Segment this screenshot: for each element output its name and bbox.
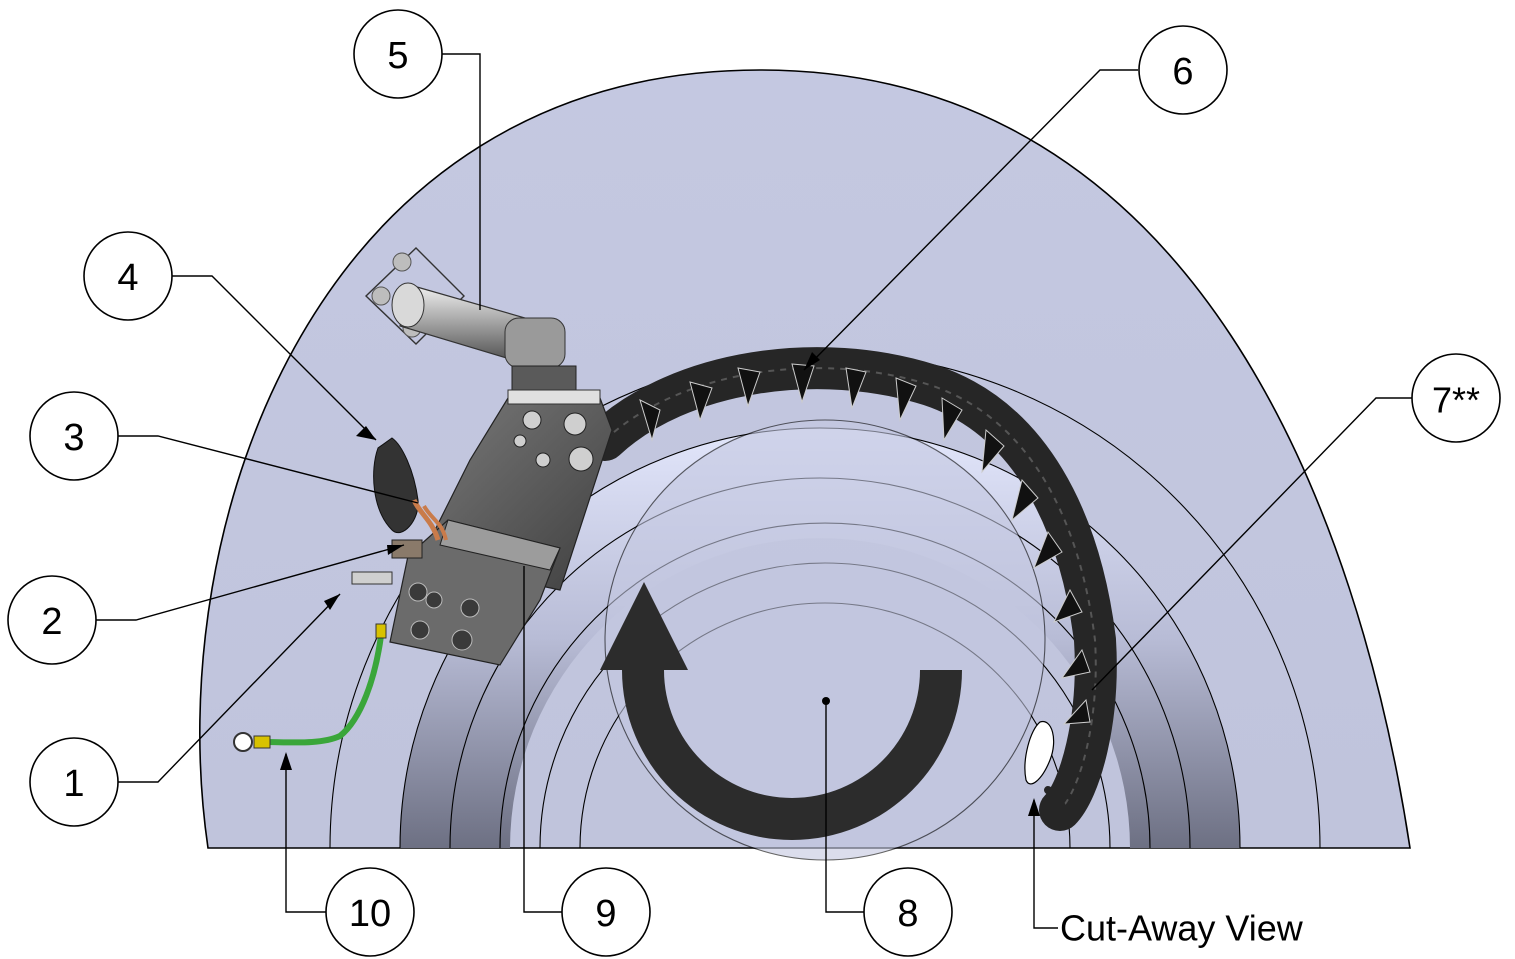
callout-3: 3 [29,391,119,481]
callout-4: 4 [83,231,173,321]
band-ring [400,428,1240,848]
callout-5: 5 [353,9,443,99]
callout-10-label: 10 [349,893,391,935]
callout-2-label: 2 [41,601,62,643]
callout-1: 1 [29,737,119,827]
callout-8: 8 [863,867,953,957]
callout-7-label: 7** [1432,380,1480,421]
callout-7: 7** [1411,353,1501,443]
callout-9-label: 9 [595,893,616,935]
callout-6-label: 6 [1172,51,1193,93]
ground-cable [233,571,393,752]
cut-away-view-caption: Cut-Away View [1060,908,1304,949]
callout-10: 10 [325,867,415,957]
callout-6: 6 [1138,25,1228,115]
callout-4-label: 4 [117,257,138,299]
leader-lines [96,53,1412,929]
callout-2: 2 [7,575,97,665]
callout-1-label: 1 [63,763,84,805]
drive-chain [584,347,1117,831]
callout-5-label: 5 [387,35,408,77]
callout-3-label: 3 [63,417,84,459]
hose-bundle [373,437,448,559]
rotation-arrow-icon [600,582,962,840]
callout-9: 9 [561,867,651,957]
cutter-block [389,519,561,666]
callout-8-label: 8 [897,893,918,935]
